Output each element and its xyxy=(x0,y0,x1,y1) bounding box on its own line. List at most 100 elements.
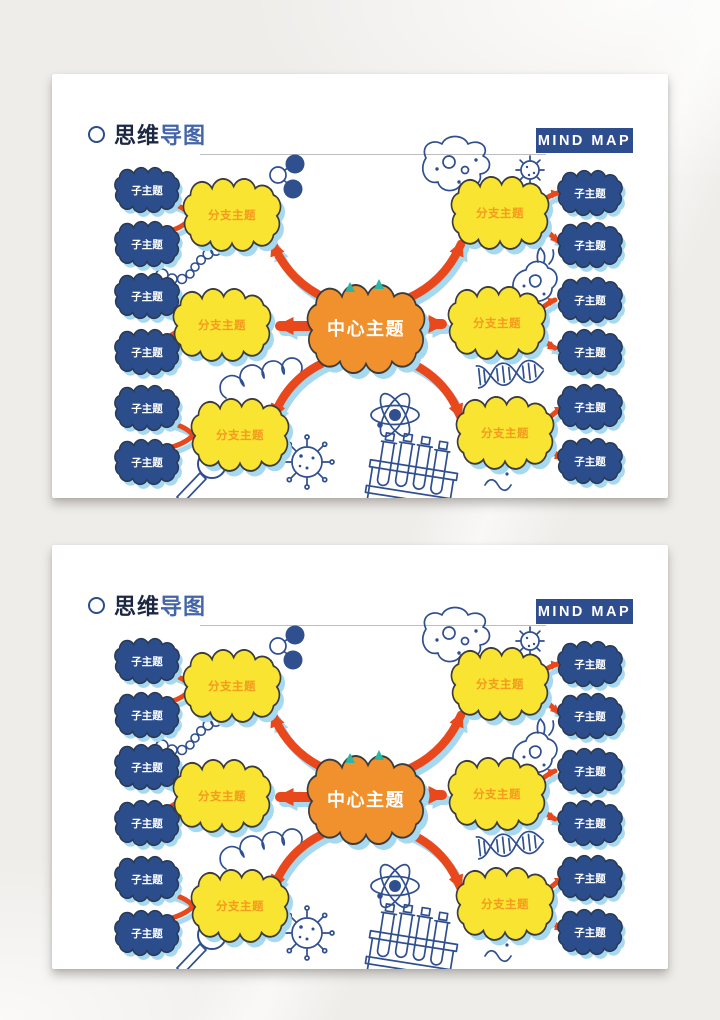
svg-text:分支主题: 分支主题 xyxy=(208,679,256,693)
title-underline xyxy=(200,154,546,155)
amoeba-icon xyxy=(421,135,491,192)
branch-node[interactable]: 分支主题 xyxy=(450,175,554,255)
svg-text:分支主题: 分支主题 xyxy=(216,899,264,913)
svg-text:子主题: 子主题 xyxy=(131,290,163,303)
mind-map-badge: MIND MAP xyxy=(536,599,633,624)
spiral-icon xyxy=(219,828,303,870)
circle-outline-icon xyxy=(88,126,105,143)
branch-node[interactable]: 分支主题 xyxy=(450,646,554,726)
svg-text:子主题: 子主题 xyxy=(574,239,606,252)
svg-text:分支主题: 分支主题 xyxy=(473,316,521,330)
subtopic-node[interactable]: 子主题 xyxy=(114,743,183,794)
subtopic-node[interactable]: 子主题 xyxy=(114,384,183,435)
mind-map-badge: MIND MAP xyxy=(536,128,633,153)
subtopic-node[interactable]: 子主题 xyxy=(114,691,183,742)
svg-text:子主题: 子主题 xyxy=(574,346,606,359)
mindmap-template-card[interactable]: 思维导图 MIND MAP xyxy=(52,74,668,498)
mindmap-canvas: 子主题 子主题 子主题 子主题 子主题 子主题 xyxy=(114,606,626,969)
subtopic-node[interactable]: 子主题 xyxy=(114,438,183,489)
svg-text:子主题: 子主题 xyxy=(131,184,163,197)
sparkle-icon xyxy=(345,750,384,763)
subtopic-node[interactable]: 子主题 xyxy=(557,328,626,379)
virus-small-icon xyxy=(515,626,545,656)
subtopic-node[interactable]: 子主题 xyxy=(114,799,183,850)
svg-text:子主题: 子主题 xyxy=(131,927,163,940)
svg-text:子主题: 子主题 xyxy=(131,873,163,886)
branch-node[interactable]: 分支主题 xyxy=(190,397,294,477)
molecule-icon xyxy=(269,154,305,199)
svg-text:子主题: 子主题 xyxy=(574,926,606,939)
page-title: 思维导图 xyxy=(114,589,206,621)
title-secondary: 导图 xyxy=(160,123,207,148)
svg-text:中心主题: 中心主题 xyxy=(327,789,405,810)
svg-text:子主题: 子主题 xyxy=(574,765,606,778)
svg-text:子主题: 子主题 xyxy=(574,401,606,414)
svg-text:分支主题: 分支主题 xyxy=(481,897,529,911)
branch-node[interactable]: 分支主题 xyxy=(190,868,294,948)
subtopic-node[interactable]: 子主题 xyxy=(114,166,183,217)
center-topic-node[interactable]: 中心主题 xyxy=(306,755,430,851)
branch-node[interactable]: 分支主题 xyxy=(455,866,559,946)
subtopic-node[interactable]: 子主题 xyxy=(114,272,183,323)
svg-text:子主题: 子主题 xyxy=(574,817,606,830)
subtopic-node[interactable]: 子主题 xyxy=(114,855,183,906)
svg-text:子主题: 子主题 xyxy=(574,294,606,307)
svg-text:子主题: 子主题 xyxy=(574,658,606,671)
svg-text:子主题: 子主题 xyxy=(131,655,163,668)
mindmap-template-card[interactable]: 思维导图 MIND MAP xyxy=(52,545,668,969)
test-tube-rack-icon xyxy=(364,903,459,969)
title-primary: 思维 xyxy=(114,594,161,619)
subtopic-node[interactable]: 子主题 xyxy=(114,220,183,271)
svg-text:分支主题: 分支主题 xyxy=(476,677,524,691)
branch-node[interactable]: 分支主题 xyxy=(182,648,286,728)
virus-large-icon xyxy=(279,905,335,961)
subtopic-node[interactable]: 子主题 xyxy=(557,908,626,959)
svg-text:子主题: 子主题 xyxy=(574,710,606,723)
svg-text:子主题: 子主题 xyxy=(574,455,606,468)
subtopic-node[interactable]: 子主题 xyxy=(557,276,626,327)
branch-node[interactable]: 分支主题 xyxy=(447,285,551,365)
svg-text:子主题: 子主题 xyxy=(131,709,163,722)
dna-icon xyxy=(475,830,545,860)
subtopic-node[interactable]: 子主题 xyxy=(557,747,626,798)
svg-text:分支主题: 分支主题 xyxy=(473,787,521,801)
subtopic-node[interactable]: 子主题 xyxy=(114,637,183,688)
svg-text:分支主题: 分支主题 xyxy=(216,428,264,442)
svg-text:子主题: 子主题 xyxy=(131,402,163,415)
svg-text:分支主题: 分支主题 xyxy=(481,426,529,440)
svg-text:子主题: 子主题 xyxy=(131,456,163,469)
subtopic-node[interactable]: 子主题 xyxy=(557,799,626,850)
svg-text:子主题: 子主题 xyxy=(131,346,163,359)
subtopic-node[interactable]: 子主题 xyxy=(557,221,626,272)
branch-node[interactable]: 分支主题 xyxy=(447,756,551,836)
subtopic-node[interactable]: 子主题 xyxy=(114,328,183,379)
svg-text:分支主题: 分支主题 xyxy=(208,208,256,222)
svg-text:分支主题: 分支主题 xyxy=(198,318,246,332)
subtopic-node[interactable]: 子主题 xyxy=(557,437,626,488)
subtopic-node[interactable]: 子主题 xyxy=(114,909,183,960)
subtopic-node[interactable]: 子主题 xyxy=(557,169,626,220)
branch-node[interactable]: 分支主题 xyxy=(172,287,276,367)
subtopic-node[interactable]: 子主题 xyxy=(557,383,626,434)
title-underline xyxy=(200,625,546,626)
branch-node[interactable]: 分支主题 xyxy=(172,758,276,838)
test-tube-rack-icon xyxy=(364,432,459,498)
subtopic-node[interactable]: 子主题 xyxy=(557,692,626,743)
virus-small-icon xyxy=(515,155,545,185)
page-title: 思维导图 xyxy=(114,118,206,150)
spiral-icon xyxy=(219,357,303,399)
subtopic-node[interactable]: 子主题 xyxy=(557,640,626,691)
svg-text:子主题: 子主题 xyxy=(574,187,606,200)
branch-node[interactable]: 分支主题 xyxy=(182,177,286,257)
svg-text:子主题: 子主题 xyxy=(131,817,163,830)
svg-text:分支主题: 分支主题 xyxy=(476,206,524,220)
subtopic-node[interactable]: 子主题 xyxy=(557,854,626,905)
svg-text:子主题: 子主题 xyxy=(131,238,163,251)
amoeba-icon xyxy=(421,606,491,663)
center-topic-node[interactable]: 中心主题 xyxy=(306,284,430,380)
mindmap-canvas: 子主题 子主题 子主题 子主题 子主题 子主题 xyxy=(114,135,626,498)
svg-text:分支主题: 分支主题 xyxy=(198,789,246,803)
atom-icon xyxy=(370,863,420,909)
branch-node[interactable]: 分支主题 xyxy=(455,395,559,475)
svg-text:子主题: 子主题 xyxy=(131,761,163,774)
